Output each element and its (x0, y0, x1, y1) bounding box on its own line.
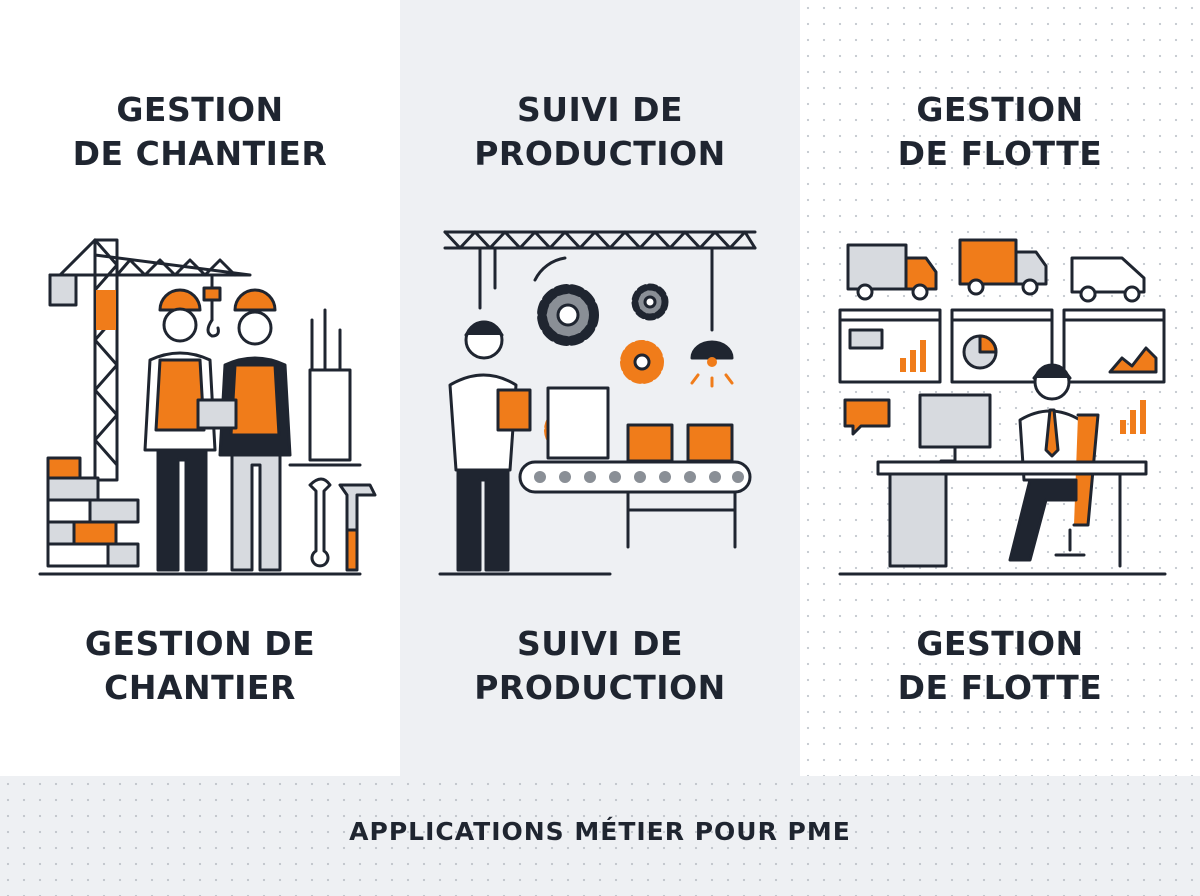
title-line: GESTION (916, 624, 1084, 663)
panel-gestion-flotte: GESTION DE FLOTTE (800, 0, 1200, 776)
title-line: CHANTIER (104, 668, 296, 707)
production-line-icon (438, 230, 757, 576)
title-line: PRODUCTION (474, 668, 726, 707)
construction-site-icon (38, 238, 377, 576)
panel-title-bottom: SUIVI DE PRODUCTION (400, 622, 800, 710)
fleet-management-icon (838, 238, 1167, 576)
panel-gestion-chantier: GESTION DE CHANTIER (0, 0, 400, 776)
panel-title-bottom: GESTION DE FLOTTE (800, 622, 1200, 710)
panel-title-top: SUIVI DE PRODUCTION (400, 88, 800, 176)
panel-title-bottom: GESTION DE CHANTIER (0, 622, 400, 710)
title-line: GESTION (916, 90, 1084, 129)
title-line: DE CHANTIER (72, 134, 328, 173)
footer-title: APPLICATIONS MÉTIER POUR PME (349, 817, 851, 846)
title-line: SUIVI DE (516, 90, 684, 129)
title-line: SUIVI DE (516, 624, 684, 663)
panel-suivi-production: SUIVI DE PRODUCTION (400, 0, 800, 776)
title-line: GESTION DE (84, 624, 316, 663)
title-line: DE FLOTTE (897, 134, 1103, 173)
title-line: PRODUCTION (474, 134, 726, 173)
panel-title-top: GESTION DE FLOTTE (800, 88, 1200, 176)
panel-title-top: GESTION DE CHANTIER (0, 88, 400, 176)
title-line: DE FLOTTE (897, 668, 1103, 707)
footer-banner: APPLICATIONS MÉTIER POUR PME (0, 776, 1200, 896)
title-line: GESTION (116, 90, 284, 129)
